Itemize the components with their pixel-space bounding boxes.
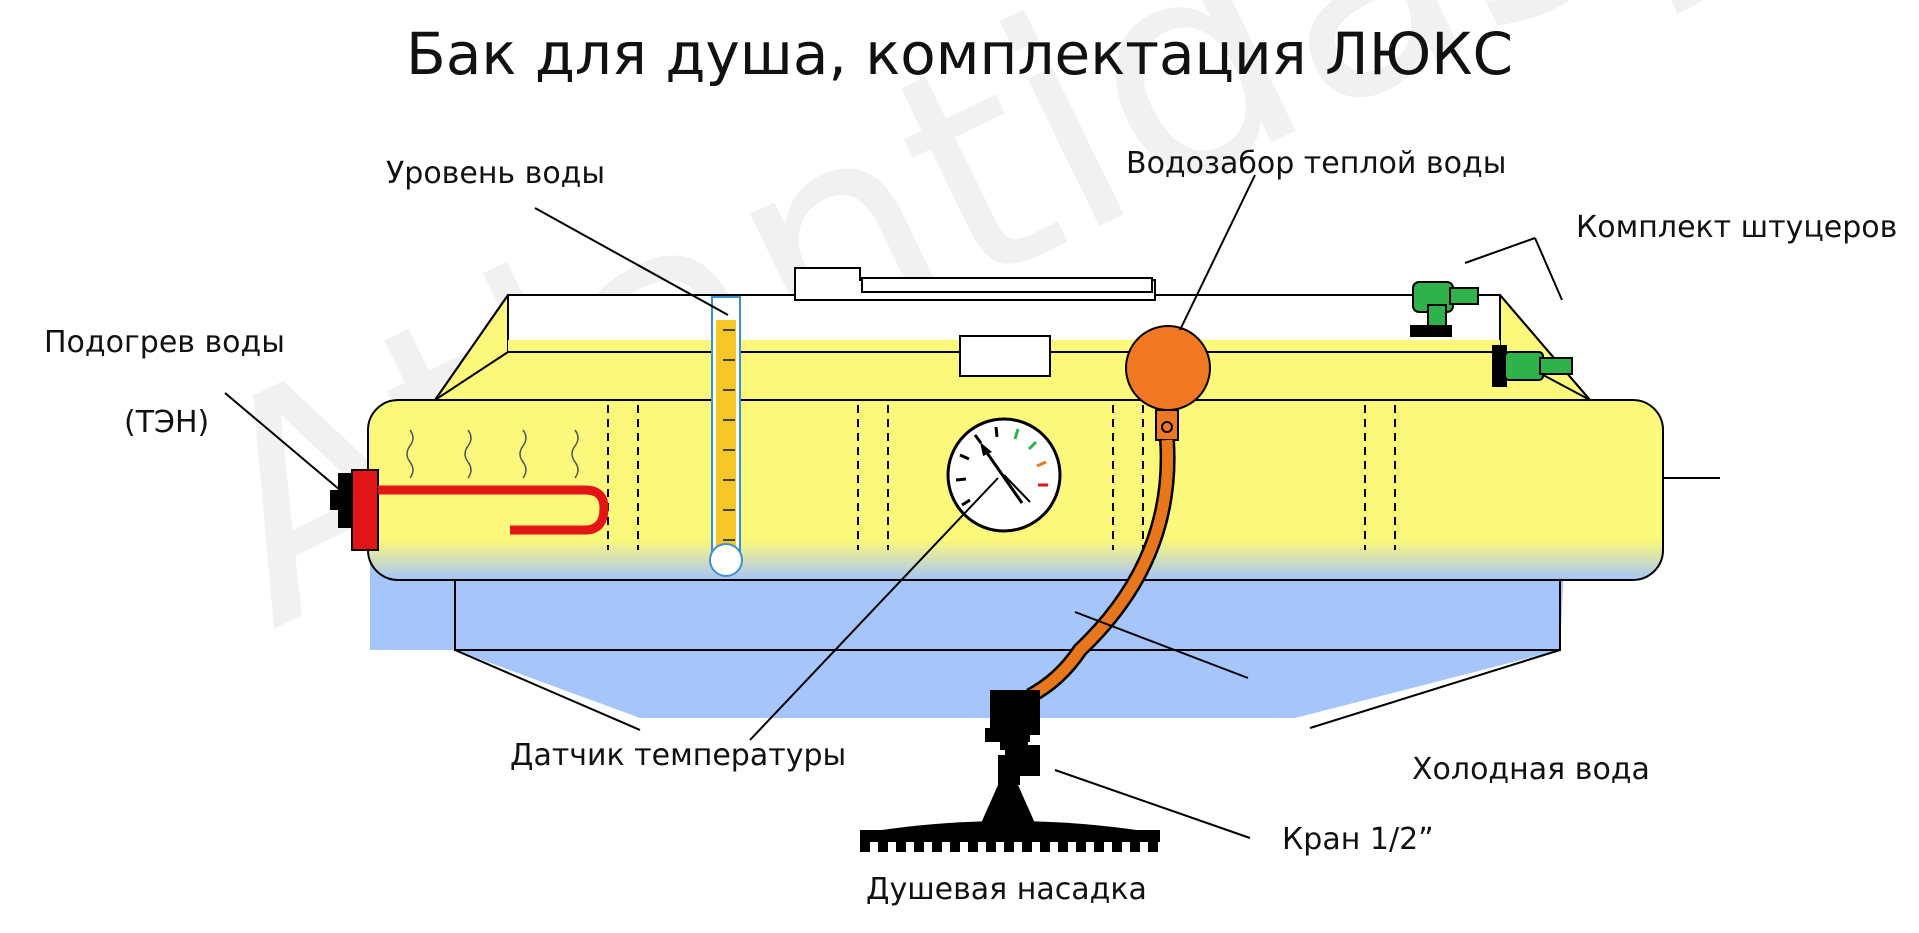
diagram-title: Бак для душа, комплектация ЛЮКС: [406, 20, 1513, 88]
valve: [985, 690, 1040, 785]
label-temp-sensor: Датчик температуры: [510, 738, 847, 773]
leader-valve: [1054, 769, 1251, 839]
leader-water-level: [534, 207, 729, 316]
label-water-level: Уровень воды: [386, 156, 606, 191]
label-heater-line2: (ТЭН): [124, 405, 210, 440]
leader-heater: [224, 392, 341, 491]
leader-fittings-b: [1534, 237, 1563, 301]
warm-water-intake: [1026, 325, 1211, 704]
leader-cold-water: [1074, 611, 1249, 679]
label-heater-line1: Подогрев воды: [44, 325, 285, 360]
leader-temp-sensor: [749, 477, 999, 741]
label-warm-intake: Водозабор теплой воды: [1126, 146, 1507, 181]
label-shower-head: Душевая насадка: [866, 872, 1147, 907]
shower-head: [860, 785, 1160, 852]
label-fittings: Комплект штуцеров: [1576, 210, 1898, 245]
label-cold-water: Холодная вода: [1412, 752, 1650, 787]
heater-element: [330, 469, 609, 551]
leader-warm-intake: [1179, 174, 1256, 331]
label-valve: Кран 1/2”: [1282, 822, 1434, 857]
water-level-gauge: [709, 296, 743, 577]
cold-water-tray: [454, 579, 1561, 651]
leader-fittings-a: [1464, 237, 1536, 264]
fittings-set: [1410, 281, 1573, 387]
temperature-dial: [946, 417, 1062, 533]
